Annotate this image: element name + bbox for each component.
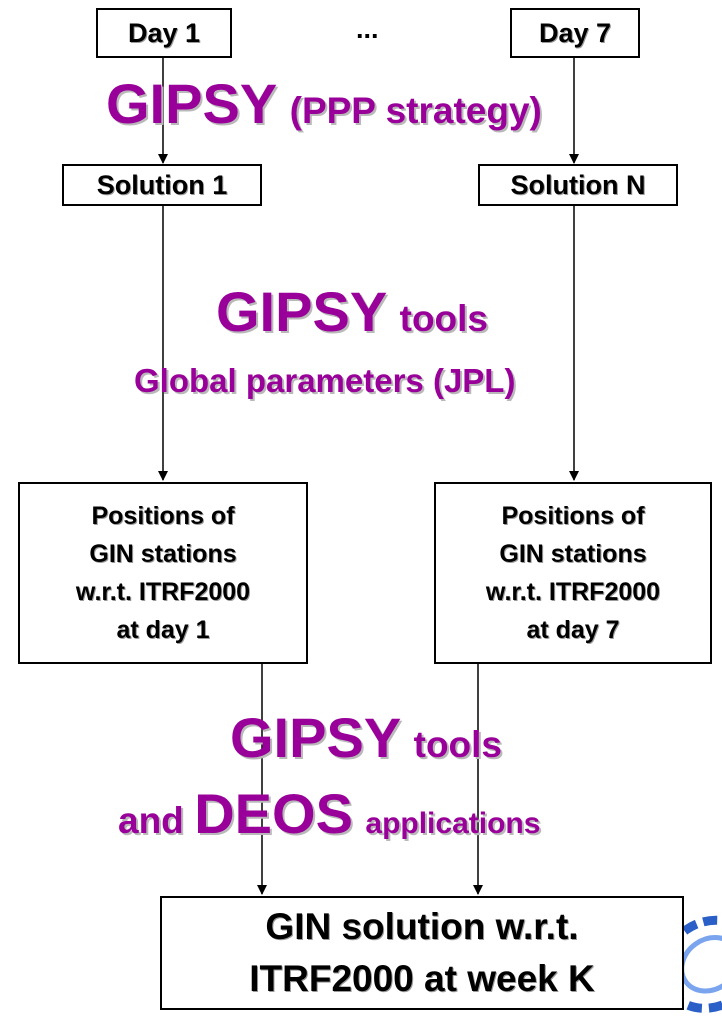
ellipsis: ... <box>356 14 379 44</box>
positions-left-line-4: at day 1 <box>116 616 210 644</box>
final-solution-box: GIN solution w.r.t. ITRF2000 at week K <box>160 896 684 1010</box>
final-line-2: ITRF2000 at week K <box>249 958 595 999</box>
solution-1-label: Solution 1 <box>96 169 228 200</box>
day-7-label: Day 7 <box>538 17 612 48</box>
solution-n-box: Solution N <box>478 164 678 206</box>
final-line-1: GIN solution w.r.t. <box>265 906 579 947</box>
step-combine-line1: GIPSY tools <box>230 700 502 791</box>
step-ppp-label: GIPSY (PPP strategy) <box>106 68 542 155</box>
step-tools-line2: Global parameters (JPL) <box>134 362 516 399</box>
positions-right-line-4: at day 7 <box>526 616 620 644</box>
step-combine-and: and <box>118 800 184 841</box>
step-combine-line2: and DEOS applications <box>118 776 540 867</box>
step-tools-main: GIPSY <box>216 280 388 343</box>
step-combine-main: GIPSY <box>230 706 402 769</box>
step-combine-sub2: applications <box>365 807 541 840</box>
step-tools-label: GIPSY tools <box>216 276 488 363</box>
step-ppp-main: GIPSY <box>106 72 278 135</box>
positions-left-line-3: w.r.t. ITRF2000 <box>75 578 251 606</box>
positions-left-line-1: Positions of <box>91 502 235 530</box>
positions-right-line-1: Positions of <box>501 502 645 530</box>
positions-right-line-2: GIN stations <box>499 540 647 568</box>
solution-n-label: Solution N <box>510 169 646 200</box>
day-1-box: Day 1 <box>96 8 232 58</box>
positions-right-box: Positions of GIN stations w.r.t. ITRF200… <box>434 482 712 664</box>
positions-right-line-3: w.r.t. ITRF2000 <box>485 578 661 606</box>
step-combine-sub: tools <box>413 724 503 765</box>
deos-logo-icon <box>659 915 722 1013</box>
positions-left-box: Positions of GIN stations w.r.t. ITRF200… <box>18 482 308 664</box>
day-1-label: Day 1 <box>127 17 201 48</box>
solution-1-box: Solution 1 <box>62 164 262 206</box>
positions-left-line-2: GIN stations <box>89 540 237 568</box>
step-tools-sub: tools <box>399 298 489 339</box>
step-combine-main2: DEOS <box>194 782 353 845</box>
step-ppp-sub: (PPP strategy) <box>289 90 542 131</box>
day-7-box: Day 7 <box>510 8 640 58</box>
